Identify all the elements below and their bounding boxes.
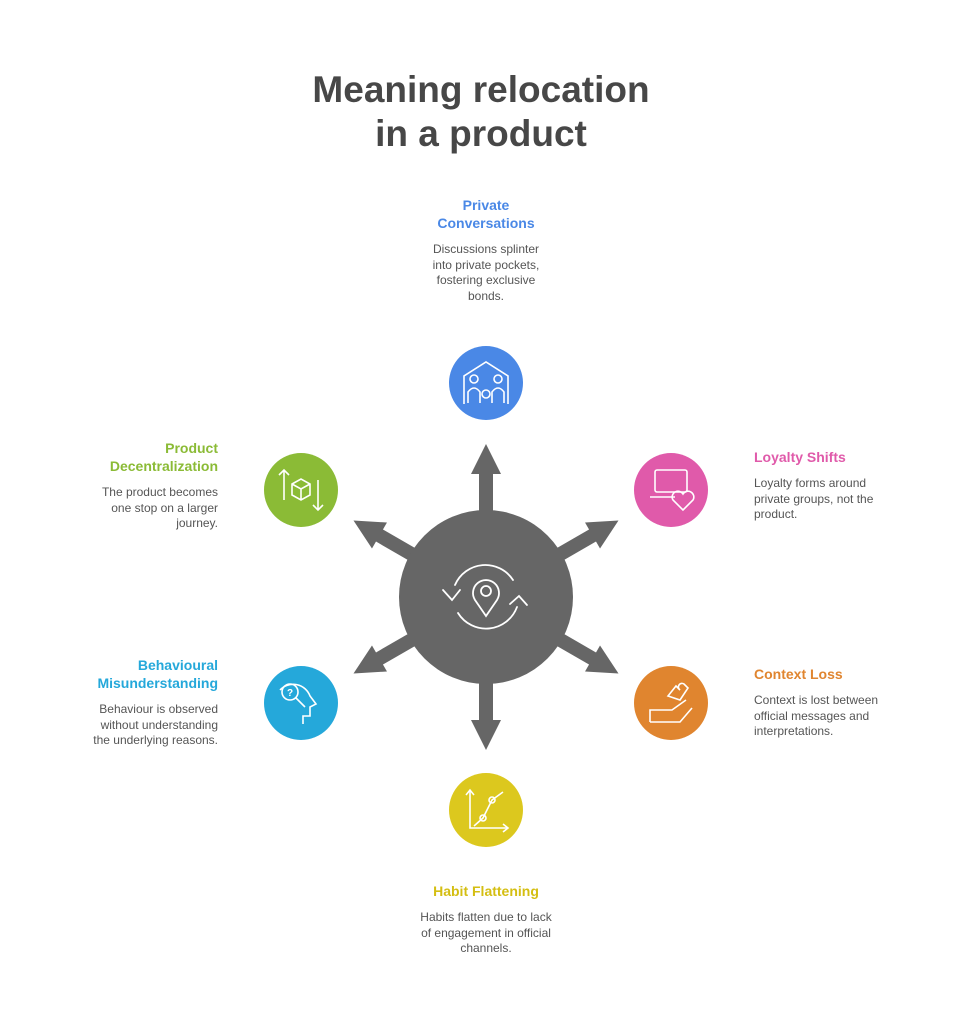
family-home-icon [463,361,509,404]
title-line-1: Meaning relocation [312,69,650,110]
laptop-heart-icon [650,469,695,512]
item-habit-flattening: Habit Flattening Habits flatten due to l… [401,882,571,957]
hand-puzzle-icon [649,682,693,723]
private-conversations-circle [449,346,523,420]
item-title: Loyalty Shifts [754,449,846,465]
item-title: Context Loss [754,666,843,682]
head-question-icon: ? [279,683,318,724]
svg-text:?: ? [287,688,293,699]
habit-flattening-circle [449,773,523,847]
box-arrows-icon [278,468,324,512]
context-loss-circle [634,666,708,740]
loyalty-shifts-circle [634,453,708,527]
location-cycle-icon [442,564,528,630]
line-graph-icon [465,788,510,833]
hub-circle [399,510,573,684]
item-title: Habit Flattening [433,883,539,899]
title-line-2: in a product [375,113,587,154]
